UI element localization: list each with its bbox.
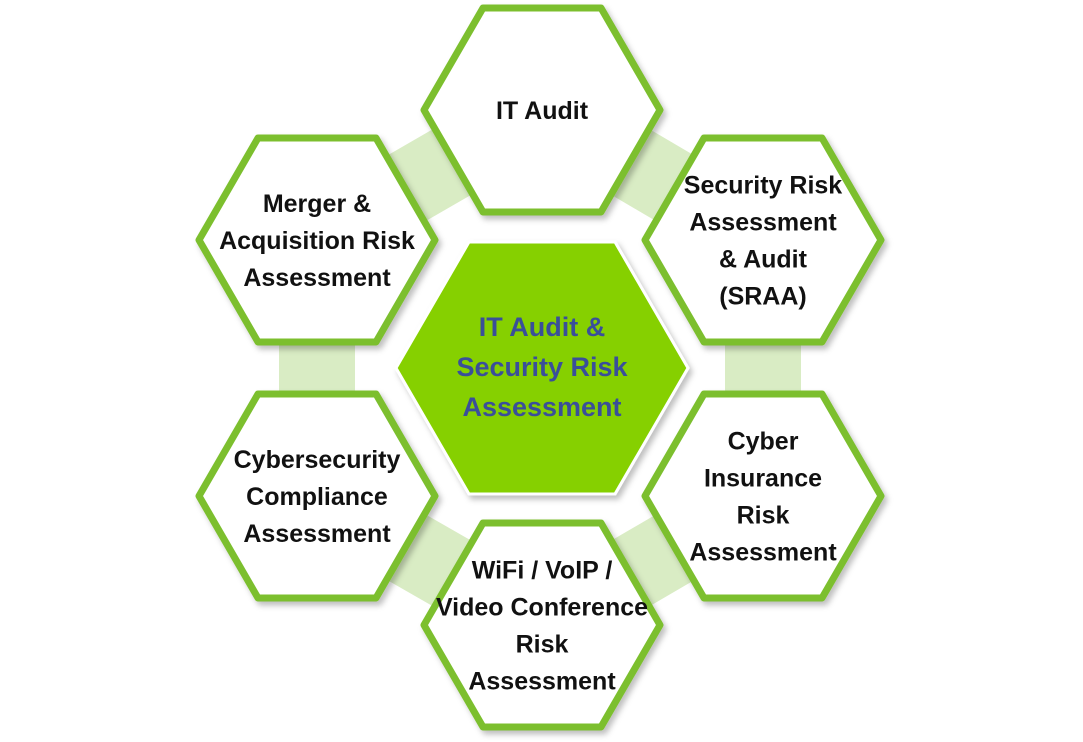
hexagon-label-line: Security Risk [684, 172, 843, 200]
hexagon-label-line: Assessment [689, 539, 837, 567]
center-label-line: Security Risk [456, 352, 628, 382]
center-label-line: Assessment [462, 392, 621, 422]
hexagon-label-line: (SRAA) [719, 283, 807, 311]
hexagon-label-line: Merger & [263, 190, 371, 218]
hexagon-shape [420, 4, 664, 216]
hexagon-label-line: IT Audit [496, 97, 589, 125]
hexagon-shape [195, 390, 439, 602]
hexagon-label-line: Compliance [246, 483, 388, 511]
center-label-line: IT Audit & [479, 312, 605, 342]
hexagon-label-line: Risk [737, 502, 790, 530]
hexagon-label-line: WiFi / VoIP / [472, 557, 613, 585]
hexagon-node-it-audit: IT Audit [420, 4, 664, 216]
hexagon-label-line: Assessment [689, 209, 837, 237]
hexagon-label-line: Assessment [468, 668, 616, 696]
hexagon-label-line: Cybersecurity [234, 446, 401, 474]
hexagon-shape [420, 519, 664, 731]
hexagon-shape [195, 134, 439, 346]
center-hexagon-shape [394, 240, 690, 496]
hexagon-label-line: Acquisition Risk [219, 227, 415, 255]
hexagon-label-line: Insurance [704, 465, 822, 493]
hexagon-label: IT Audit [496, 97, 589, 125]
hexagon-label-line: Assessment [243, 520, 391, 548]
hexagon-shape [641, 134, 885, 346]
hexagon-shape [641, 390, 885, 602]
hexagon-label-line: Cyber [728, 428, 799, 456]
hexagon-label-line: Risk [516, 631, 569, 659]
hexagon-label-line: & Audit [719, 246, 808, 274]
hexagon-label-line: Assessment [243, 264, 391, 292]
hexagon-label-line: Video Conference [436, 594, 648, 622]
